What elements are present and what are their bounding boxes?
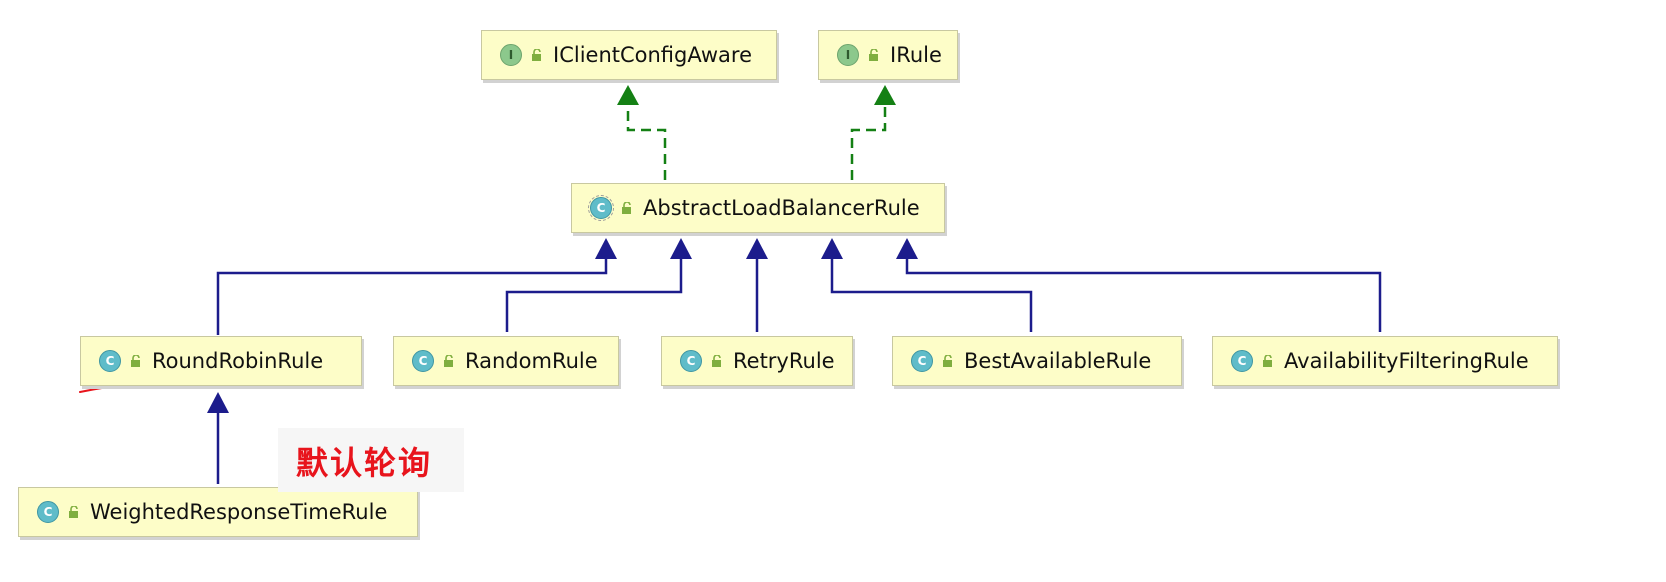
public-lock-icon [1263,355,1272,367]
class-box-retryrule[interactable]: C RetryRule [661,336,853,386]
class-name: RetryRule [733,349,835,373]
public-lock-icon [131,355,140,367]
class-box-irule[interactable]: I IRule [818,30,958,80]
class-name: BestAvailableRule [964,349,1152,373]
class-name: IClientConfigAware [553,43,753,67]
class-box-weightedresponsetimerule[interactable]: C WeightedResponseTimeRule [18,487,418,537]
arrowhead-extends-weighted [207,392,229,413]
arrowhead-extends-retry [746,238,768,259]
edge-availabilityfiltering-abstract [905,258,1382,332]
annotation-background [278,428,464,492]
public-lock-icon [69,506,78,518]
public-lock-icon [622,202,631,214]
class-box-availabilityfilteringrule[interactable]: C AvailabilityFilteringRule [1212,336,1558,386]
class-badge-icon: C [680,350,702,372]
edge-bestavailable-abstract [830,258,1033,332]
class-box-roundrobinrule[interactable]: C RoundRobinRule [80,336,362,386]
public-lock-icon [712,355,721,367]
class-badge-icon: C [99,350,121,372]
class-badge-icon: C [37,501,59,523]
arrowhead-extends-availabilityfiltering [896,238,918,259]
class-badge-icon: C [1231,350,1253,372]
arrowhead-implements-iclientconfigaware [617,85,639,105]
class-name: RandomRule [465,349,598,373]
class-box-bestavailablerule[interactable]: C BestAvailableRule [892,336,1182,386]
arrowhead-extends-roundrobin [595,238,617,259]
public-lock-icon [444,355,453,367]
public-lock-icon [943,355,952,367]
class-badge-icon: C [911,350,933,372]
annotation-default-round-robin: 默认轮询 [296,444,433,482]
class-name: AvailabilityFilteringRule [1284,349,1529,373]
class-box-iclientconfigaware[interactable]: I IClientConfigAware [481,30,777,80]
arrowhead-extends-random [670,238,692,259]
class-name: WeightedResponseTimeRule [90,500,388,524]
arrowhead-implements-irule [874,85,896,105]
class-name: AbstractLoadBalancerRule [643,196,920,220]
class-name: RoundRobinRule [152,349,324,373]
abstract-class-badge-icon: C [588,195,614,221]
class-badge-icon: C [412,350,434,372]
interface-badge-icon: I [500,44,522,66]
edge-roundrobin-abstract [216,258,608,335]
class-box-abstractloadbalancerrule[interactable]: C AbstractLoadBalancerRule [571,183,945,233]
class-name: IRule [890,43,942,67]
edge-abstract-irule [850,104,887,180]
edge-random-abstract [505,258,683,332]
public-lock-icon [869,49,878,61]
edge-abstract-iclientconfigaware [626,104,667,180]
interface-badge-icon: I [837,44,859,66]
class-box-randomrule[interactable]: C RandomRule [393,336,619,386]
public-lock-icon [532,49,541,61]
arrowhead-extends-bestavailable [821,238,843,259]
